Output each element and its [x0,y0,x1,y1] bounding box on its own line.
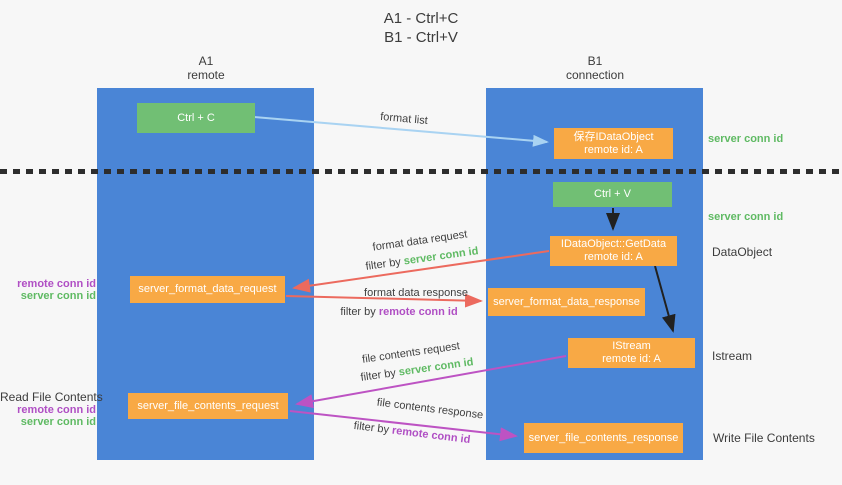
server-conn-id-text: server conn id [403,245,480,268]
format-request-conn-ids: remote conn id server conn id [0,278,96,302]
remote-conn-id-annotation-1: remote conn id [17,278,96,290]
server-file-contents-request-label: server_file_contents_request [137,399,279,412]
save-idataobject-line2: remote id: A [584,143,643,156]
server-file-contents-request-box: server_file_contents_request [128,393,288,419]
server-format-data-request-label: server_format_data_request [138,283,277,295]
format-list-label: format list [379,110,429,128]
read-file-contents-annotation: Read File Contents [0,390,103,404]
dataobject-annotation: DataObject [712,245,773,259]
dotted-divider [0,169,842,174]
server-conn-id-text: server conn id [398,356,475,379]
remote-conn-id-text: remote conn id [391,424,471,447]
filter-by-text: filter by [340,306,376,318]
filter-by-text: filter by [353,419,390,437]
write-file-contents-annotation: Write File Contents [713,431,815,445]
server-conn-id-annotation-1: server conn id [20,290,96,302]
server-conn-id-annotation-2: server conn id [20,416,96,428]
server-format-data-response-box: server_format_data_response [488,288,645,316]
save-idataobject-line1: 保存IDataObject [573,130,654,143]
left-column-sub: remote [187,68,225,82]
getdata-box: IDataObject::GetData remote id: A [550,236,677,266]
ctrl-c-label: Ctrl + C [177,111,215,124]
file-contents-response-label: file contents response [376,396,484,422]
right-column-header: B1 connection [525,54,665,82]
diagram-title: A1 - Ctrl+C B1 - Ctrl+V [0,9,842,47]
remote-conn-id-annotation-2: remote conn id [17,404,96,416]
right-column-id: B1 [587,54,603,68]
read-file-contents-block: Read File Contents remote conn id server… [0,390,103,428]
file-contents-response-filter-label: filter by remote conn id [353,420,471,446]
server-format-data-response-label: server_format_data_response [493,295,640,308]
server-format-data-request-box: server_format_data_request [130,276,285,303]
server-conn-id-annotation-top: server conn id [708,133,784,145]
getdata-line1: IDataObject::GetData [560,238,667,250]
server-file-contents-response-box: server_file_contents_response [524,423,683,453]
server-conn-id-annotation-ctrlv: server conn id [708,211,784,223]
getdata-line2: remote id: A [584,251,643,263]
istream-line1: IStream [612,340,651,352]
left-column-header: A1 remote [136,54,276,82]
istream-annotation: Istream [712,349,753,363]
istream-box: IStream remote id: A [568,338,695,368]
remote-conn-id-text: remote conn id [378,306,458,318]
filter-by-text: filter by [364,256,402,273]
format-data-response-label: format data response [364,287,468,299]
left-column-id: A1 [198,54,214,68]
istream-line2: remote id: A [602,353,661,365]
ctrl-v-label: Ctrl + V [594,188,631,200]
ctrl-v-box: Ctrl + V [553,182,672,207]
format-data-response-filter-label: filter by remote conn id [340,306,457,318]
ctrl-c-box: Ctrl + C [137,103,255,133]
server-file-contents-response-label: server_file_contents_response [528,431,679,444]
filter-by-text: filter by [359,367,397,384]
save-idataobject-box: 保存IDataObject remote id: A [554,128,673,159]
title-line-1: A1 - Ctrl+C [383,10,459,27]
right-column-sub: connection [565,68,625,82]
title-line-2: B1 - Ctrl+V [384,29,458,46]
